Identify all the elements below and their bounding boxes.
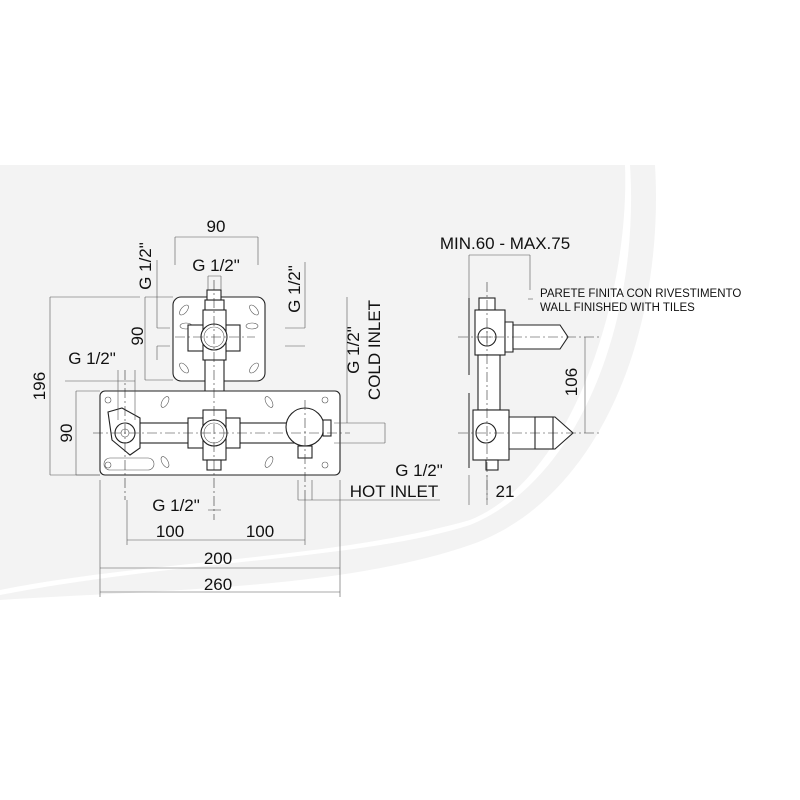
dim-top-width: 90 [207, 217, 226, 236]
dim-total-width: 260 [204, 575, 232, 594]
dim-left-outlet: G 1/2" [68, 349, 116, 368]
dim-top-outlet: G 1/2" [192, 256, 240, 275]
dim-inner-width: 200 [204, 549, 232, 568]
dim-vertical-spacing: 106 [562, 368, 581, 396]
dim-right-vertical-thread: G 1/2" [285, 265, 304, 313]
cold-inlet-stub [322, 419, 332, 437]
dim-spacing-right: 100 [246, 522, 274, 541]
cold-inlet-label: COLD INLET [365, 300, 384, 400]
dim-total-height: 196 [30, 372, 49, 400]
dim-left-vertical-thread: G 1/2" [136, 242, 155, 290]
top-handle [512, 324, 569, 350]
wall-note-italian: PARETE FINITA CON RIVESTIMENTO [540, 288, 741, 300]
dim-bottom-outlet: G 1/2" [152, 496, 200, 515]
hot-inlet-thread: G 1/2" [395, 461, 443, 480]
background-crescent [0, 165, 800, 600]
depth-range: MIN.60 - MAX.75 [440, 234, 570, 253]
side-view: MIN.60 - MAX.75 PARETE FINITA CON RIVEST… [440, 234, 741, 505]
wall-note-english: WALL FINISHED WITH TILES [540, 302, 695, 314]
front-view: 90 G 1/2" G 1/2" G 1/2" 90 196 G 1/2" 90… [30, 217, 443, 597]
cold-inlet-thread: G 1/2" [344, 326, 363, 374]
side-pipe [477, 354, 501, 411]
dim-plate-offset: 21 [496, 482, 515, 501]
dim-bottom-height: 90 [57, 424, 76, 443]
dim-spacing-left: 100 [156, 522, 184, 541]
dim-top-height: 90 [128, 327, 147, 346]
hot-inlet-label: HOT INLET [350, 482, 438, 501]
